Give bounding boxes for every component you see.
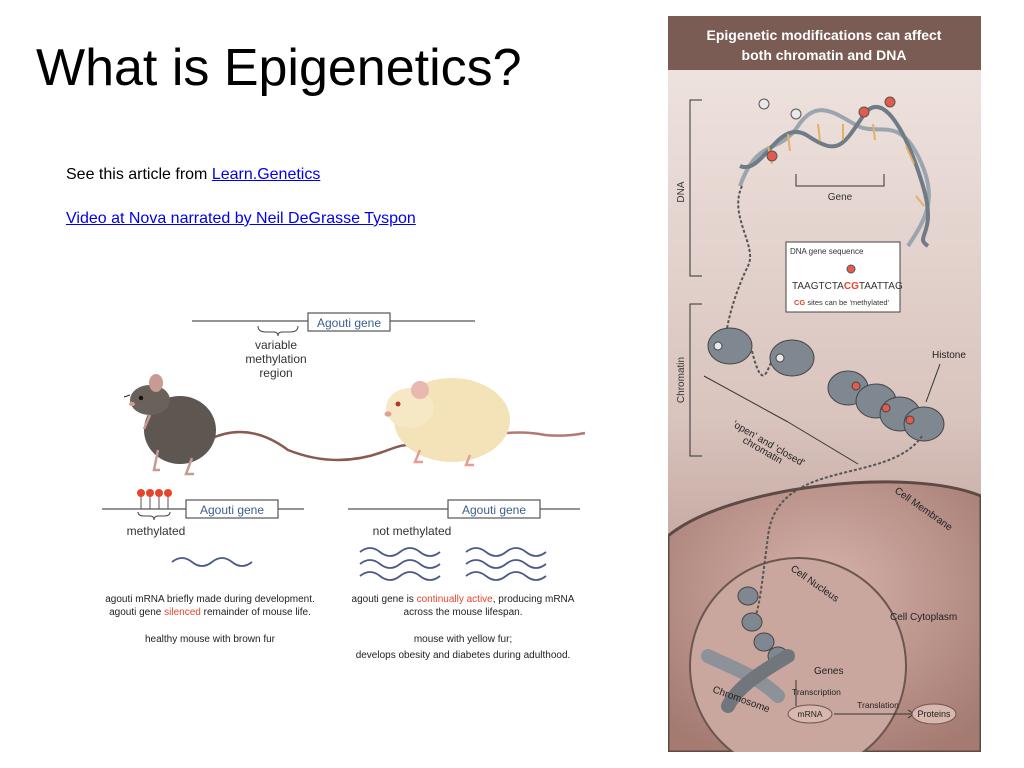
sequence-note: CG sites can be 'methylated' [794,298,890,307]
methyl-marks-dna [758,96,896,162]
chromatin-strand-to-nucleus [747,435,923,627]
left-desc-1: agouti mRNA briefly made during developm… [105,594,315,605]
methyl-group-markers [137,489,172,521]
article-line: See this article from Learn.Genetics [66,165,416,185]
linker-dna [751,350,773,377]
left-mrna-squiggle [171,557,253,567]
dna-label: DNA [676,181,687,202]
epigenetics-figure: Epigenetic modifications can affect both… [668,16,981,752]
gene-bracket [795,174,885,187]
links-section: See this article from Learn.Genetics Vid… [66,165,416,253]
dna-sequence-box [785,241,901,313]
region-brace [257,325,299,337]
chromatin-bracket [689,303,702,457]
top-gene-label: Agouti gene [317,316,381,330]
histone-pointer [925,363,941,403]
region-label-3: region [259,366,292,380]
figure-header [668,16,981,70]
figure-title-2: both chromatin and DNA [742,47,907,63]
sequence-methyl-mark [846,264,856,274]
top-gene-box [307,312,391,332]
dna-bracket [689,99,702,277]
left-gene-box [185,499,279,519]
translation-label: Translation [857,700,899,710]
cell-cytoplasm-label: Cell Cytoplasm [890,612,957,623]
chromosome-shape [701,649,795,713]
mrna-label: mRNA [797,709,822,719]
right-caption-2: develops obesity and diabetes during adu… [356,650,571,661]
yellow-mouse-image [384,378,586,467]
right-caption-1: mouse with yellow fur; [414,634,512,645]
agouti-mouse-figure: Agouti gene variable methylation region … [102,312,586,661]
slide-title: What is Epigenetics? [36,39,522,97]
learn-genetics-link[interactable]: Learn.Genetics [211,166,321,183]
video-line: Video at Nova narrated by Neil DeGrasse … [66,209,416,229]
methylated-label: methylated [127,524,186,538]
chromatin-label: Chromatin [676,357,687,403]
brown-mouse-image [123,374,429,476]
sequence-title: DNA gene sequence [790,247,864,256]
transcription-label: Transcription [792,687,841,697]
region-label-2: methylation [245,352,306,366]
right-gene-box [447,499,541,519]
genes-label: Genes [814,666,843,677]
chromatin-pointer-2 [787,421,859,465]
gene-label: Gene [828,192,853,203]
nova-video-link[interactable]: Video at Nova narrated by Neil DeGrasse … [66,210,416,227]
figure-title-1: Epigenetic modifications can affect [707,27,942,43]
sequence-text: TAAGTCTACGTAATTAG [792,281,903,292]
left-gene-label: Agouti gene [200,503,264,517]
cell-nucleus-shape [689,557,907,752]
dna-strand [725,185,751,337]
right-desc-2: across the mouse lifespan. [404,607,523,618]
right-desc-1: agouti gene is continually active, produ… [352,594,575,605]
region-label-1: variable [255,338,297,352]
left-desc-2: agouti gene silenced remainder of mouse … [109,607,311,618]
proteins-oval [911,703,957,725]
right-gene-label: Agouti gene [462,503,526,517]
chromatin-pointer-1 [703,375,789,423]
nucleosomes [707,327,945,442]
article-prefix: See this article from [66,166,212,183]
left-caption: healthy mouse with brown fur [145,634,276,645]
mrna-oval [787,704,833,724]
proteins-label: Proteins [917,709,951,719]
right-mrna-squiggles [359,547,547,581]
histone-label: Histone [932,350,966,361]
not-methylated-label: not methylated [373,524,452,538]
